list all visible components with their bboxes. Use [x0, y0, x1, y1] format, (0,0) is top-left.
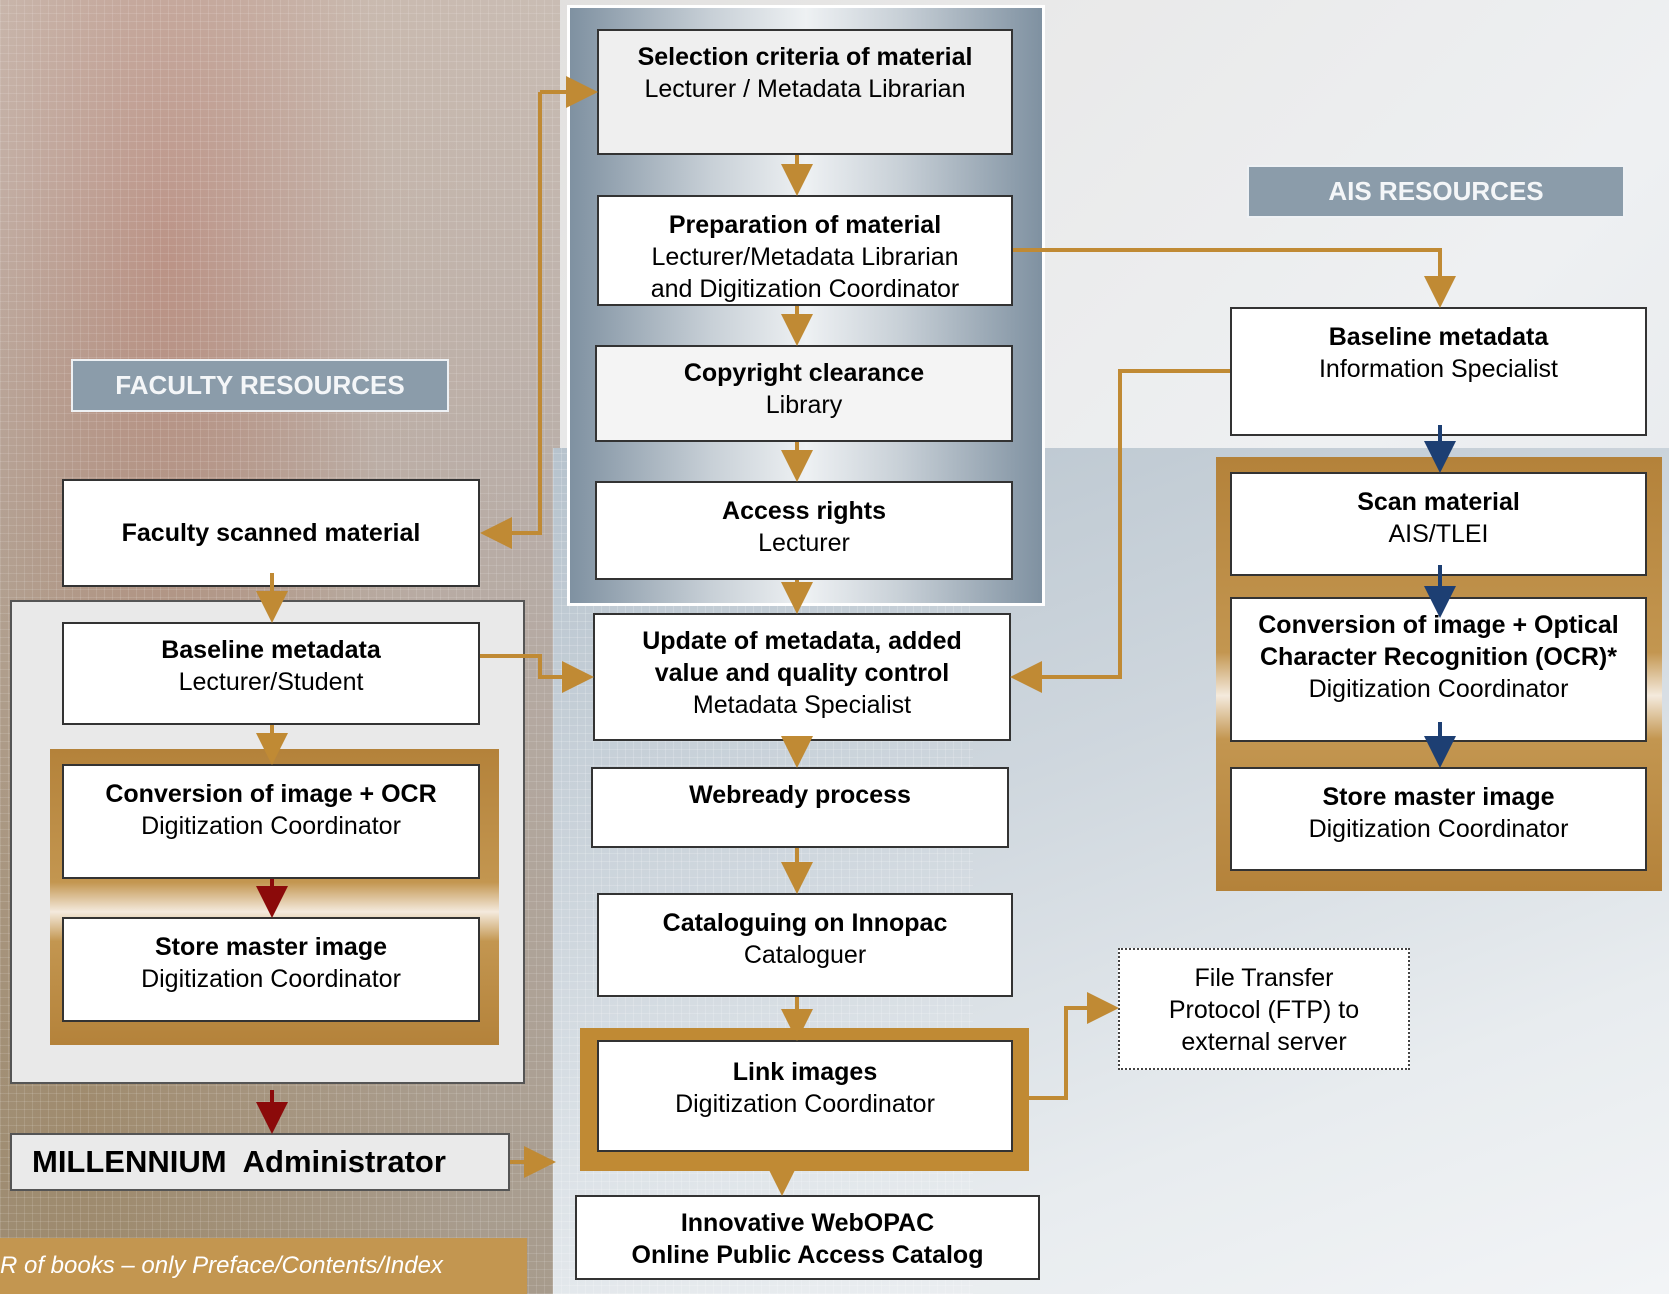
faculty-scanned-title: Faculty scanned material: [121, 519, 421, 547]
copyright-role: Library: [765, 391, 843, 419]
ais-store-box: Store master image Digitization Coordina…: [1230, 767, 1647, 871]
link-images-title: Link images: [732, 1058, 878, 1086]
ais-store-role: Digitization Coordinator: [1308, 815, 1569, 843]
ais-resources-label: AIS RESOURCES: [1247, 165, 1625, 218]
access-rights-box: Access rights Lecturer: [595, 481, 1013, 580]
preparation-title: Preparation of material: [668, 211, 942, 239]
access-rights-role: Lecturer: [758, 529, 850, 557]
link-images-box: Link images Digitization Coordinator: [597, 1040, 1013, 1152]
ais-baseline-role: Information Specialist: [1318, 355, 1558, 383]
ais-conversion-role: Digitization Coordinator: [1308, 675, 1569, 703]
ais-baseline-title: Baseline metadata: [1328, 323, 1549, 351]
ftp-line1: File Transfer: [1194, 964, 1334, 992]
update-metadata-box: Update of metadata, added value and qual…: [593, 613, 1011, 741]
update-metadata-role: Metadata Specialist: [692, 691, 912, 719]
arrow-faculty-baseline-to-update: [480, 654, 594, 693]
webready-box: Webready process: [591, 767, 1009, 848]
ftp-line2: Protocol (FTP) to: [1168, 996, 1360, 1024]
arrow-ais-to-update: [1010, 369, 1230, 693]
faculty-resources-label: FACULTY RESOURCES: [71, 359, 449, 412]
webopac-title-line1: Innovative WebOPAC: [680, 1209, 935, 1237]
webopac-title-line2: Online Public Access Catalog: [631, 1241, 984, 1269]
faculty-scanned-box: Faculty scanned material: [62, 479, 480, 587]
arrow-link-to-ftp: [1029, 992, 1119, 1100]
ais-store-title: Store master image: [1322, 783, 1555, 811]
access-rights-title: Access rights: [722, 497, 886, 525]
cataloguing-box: Cataloguing on Innopac Cataloguer: [597, 893, 1013, 997]
ais-conversion-title-line2: Character Recognition (OCR)*: [1260, 643, 1617, 671]
faculty-conversion-title: Conversion of image + OCR: [105, 780, 437, 808]
copyright-title: Copyright clearance: [683, 359, 925, 387]
ais-scan-box: Scan material AIS/TLEI: [1230, 472, 1647, 576]
selection-criteria-box: Selection criteria of material Lecturer …: [597, 29, 1013, 155]
faculty-conversion-box: Conversion of image + OCR Digitization C…: [62, 764, 480, 879]
selection-criteria-title: Selection criteria of material: [637, 43, 973, 71]
selection-criteria-role: Lecturer / Metadata Librarian: [644, 75, 966, 103]
ftp-box: File Transfer Protocol (FTP) to external…: [1118, 948, 1410, 1070]
ais-baseline-box: Baseline metadata Information Specialist: [1230, 307, 1647, 436]
faculty-store-box: Store master image Digitization Coordina…: [62, 917, 480, 1022]
ais-scan-role: AIS/TLEI: [1388, 520, 1489, 548]
preparation-role-line1: Lecturer/Metadata Librarian: [651, 243, 959, 271]
millennium-administrator-box: MILLENNIUM Administrator: [10, 1133, 510, 1191]
faculty-baseline-title: Baseline metadata: [161, 636, 381, 664]
faculty-store-role: Digitization Coordinator: [141, 965, 401, 993]
faculty-baseline-box: Baseline metadata Lecturer/Student: [62, 622, 480, 725]
webready-title: Webready process: [689, 781, 911, 809]
link-images-role: Digitization Coordinator: [675, 1090, 935, 1118]
ais-scan-title: Scan material: [1357, 488, 1520, 516]
arrow-selection-faculty: [480, 92, 542, 549]
update-metadata-title-line2: value and quality control: [654, 659, 950, 687]
faculty-store-title: Store master image: [154, 933, 388, 961]
webopac-box: Innovative WebOPAC Online Public Access …: [575, 1195, 1040, 1280]
arrow-preparation-to-ais: [1013, 248, 1456, 308]
preparation-role-line2: and Digitization Coordinator: [650, 275, 960, 303]
faculty-conversion-role: Digitization Coordinator: [141, 812, 401, 840]
footnote: R of books – only Preface/Contents/Index: [0, 1238, 527, 1294]
cataloguing-title: Cataloguing on Innopac: [662, 909, 948, 937]
update-metadata-title-line1: Update of metadata, added: [642, 627, 962, 655]
faculty-baseline-role: Lecturer/Student: [178, 668, 364, 696]
ftp-line3: external server: [1181, 1028, 1347, 1056]
copyright-box: Copyright clearance Library: [595, 345, 1013, 442]
preparation-box: Preparation of material Lecturer/Metadat…: [597, 195, 1013, 306]
cataloguing-role: Cataloguer: [743, 941, 867, 969]
